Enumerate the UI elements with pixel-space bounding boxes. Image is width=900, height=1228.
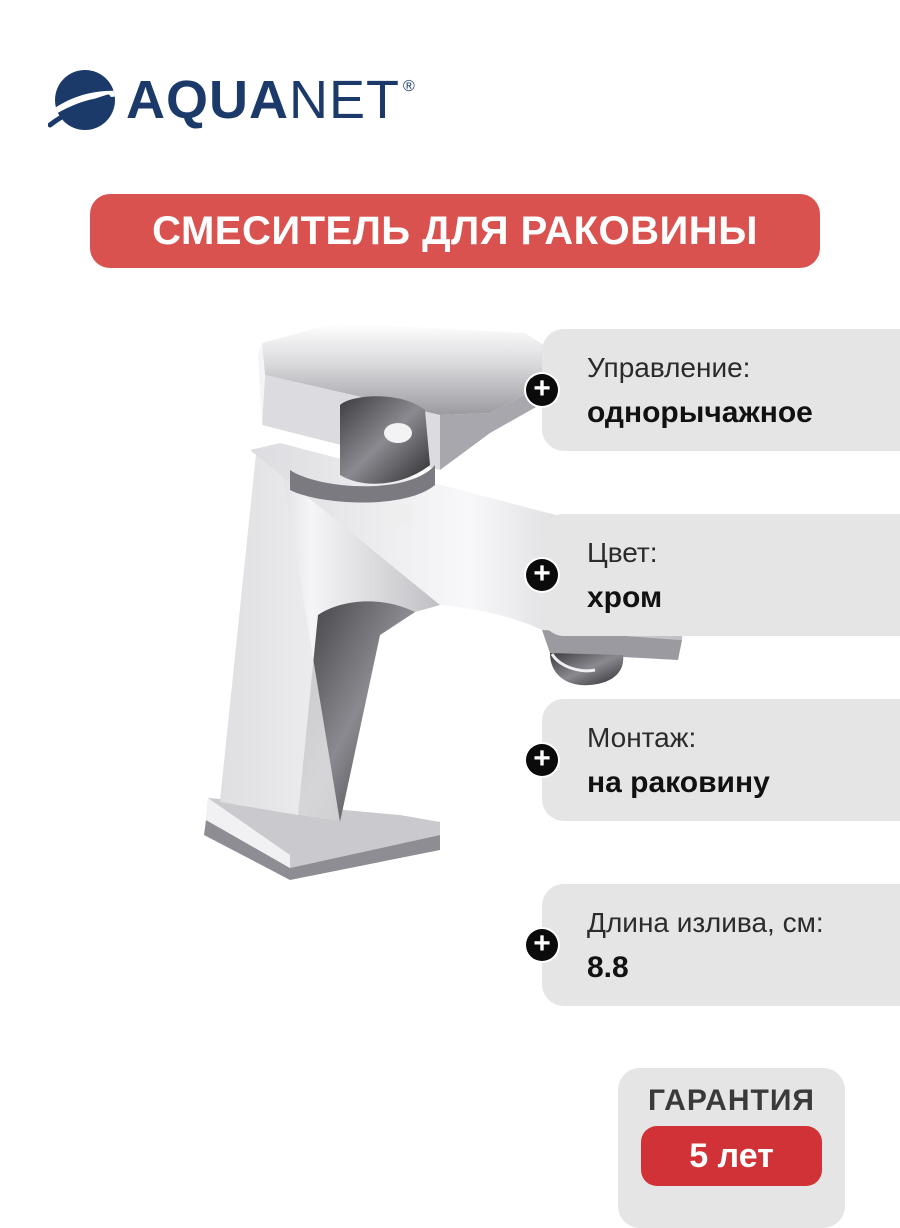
plus-icon[interactable]: + — [526, 374, 558, 406]
spec-label: Длина излива, см: — [587, 907, 824, 938]
spec-value: однорычажное — [587, 395, 813, 429]
logo-name-bold: AQUA — [126, 70, 289, 130]
spec-label: Цвет: — [587, 537, 658, 568]
spec-card-color: Цвет: хром — [542, 514, 900, 636]
aquanet-logo-icon — [48, 70, 115, 130]
spec-value: 8.8 — [587, 950, 629, 984]
product-title: СМЕСИТЕЛЬ ДЛЯ РАКОВИНЫ — [90, 194, 820, 268]
plus-icon[interactable]: + — [526, 929, 558, 961]
spec-card-control: Управление: однорычажное — [542, 329, 900, 451]
spec-label: Монтаж: — [587, 722, 697, 753]
warranty-value: 5 лет — [641, 1126, 822, 1186]
spec-value: на раковину — [587, 765, 770, 799]
plus-icon[interactable]: + — [526, 559, 558, 591]
registered-mark: ® — [403, 78, 416, 95]
logo-name-light: NET — [289, 70, 400, 130]
spec-value: хром — [587, 580, 663, 614]
warranty-badge: ГАРАНТИЯ 5 лет — [618, 1068, 845, 1228]
plus-icon[interactable]: + — [526, 744, 558, 776]
spec-card-spout-length: Длина излива, см: 8.8 — [542, 884, 900, 1006]
spec-label: Управление: — [587, 352, 751, 383]
warranty-label: ГАРАНТИЯ — [648, 1084, 815, 1117]
spec-card-mounting: Монтаж: на раковину — [542, 699, 900, 821]
